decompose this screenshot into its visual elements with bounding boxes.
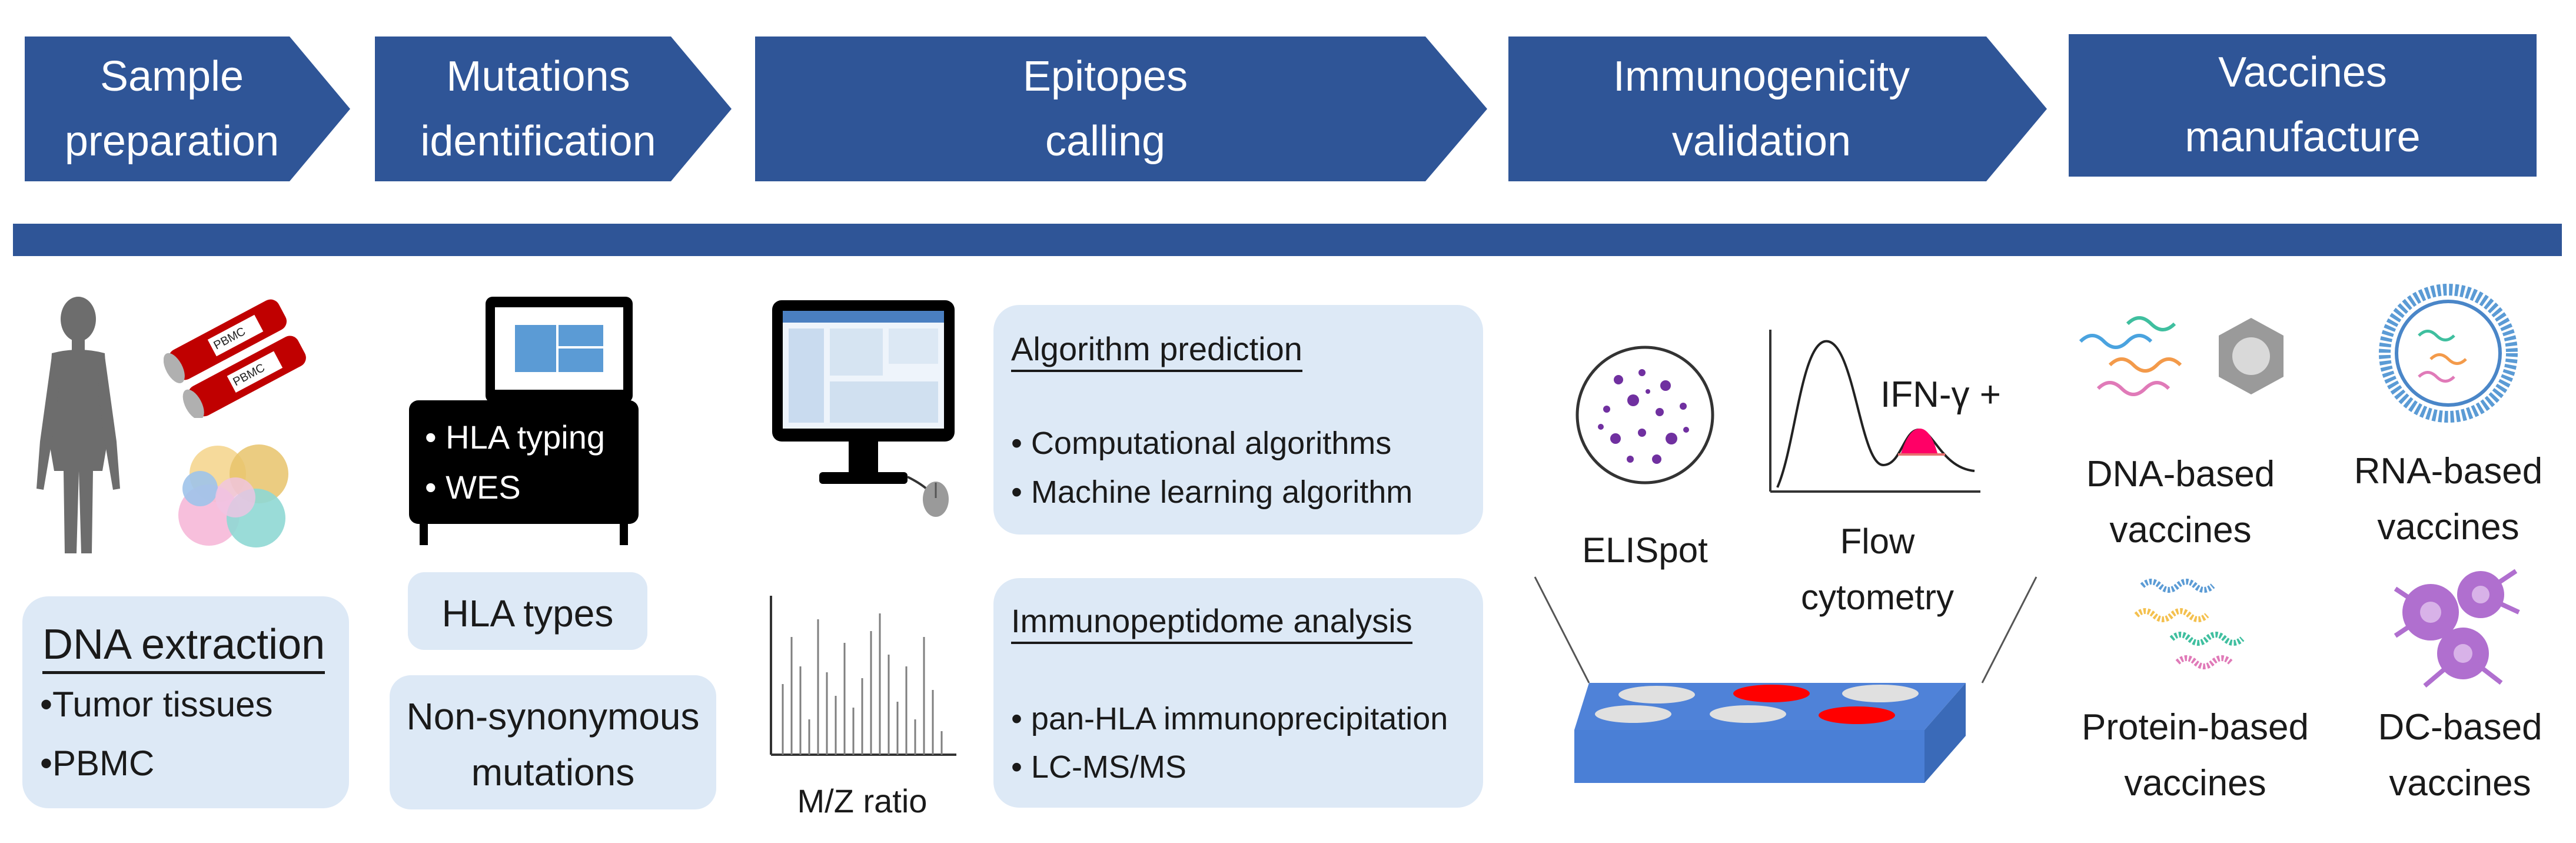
- rna-vaccine-line-2: vaccines: [2377, 507, 2520, 547]
- protein-vaccine-icon: [2134, 579, 2245, 669]
- flow-cytometry-plot: [1769, 330, 1980, 493]
- elispot-label: ELISpot: [1582, 530, 1708, 570]
- stage-arrow-epitopes: [755, 36, 1487, 181]
- rna-vaccine-icon: [2379, 284, 2518, 423]
- well-plate-icon: [1534, 576, 2037, 783]
- sequencer-icon: [409, 297, 639, 545]
- dna-extraction-card: [22, 596, 349, 808]
- dna-vaccine-line-2: vaccines: [2109, 510, 2252, 550]
- sequencer-item-wes: • WES: [425, 469, 521, 506]
- protein-vaccine-line-2: vaccines: [2124, 763, 2266, 804]
- stage-arrow-validation: [1508, 36, 2047, 181]
- dna-extraction-item-2: •PBMC: [40, 744, 155, 783]
- immunopeptidome-title: Immunopeptidome analysis: [1011, 600, 1412, 644]
- mass-spectrum: [770, 596, 956, 756]
- stage-arrow-mutations: [375, 36, 732, 181]
- dna-extraction-title: DNA extraction: [42, 618, 325, 674]
- nonsyn-line-2: mutations: [471, 751, 635, 794]
- stage-box-vaccines: [2069, 34, 2537, 177]
- flow-line-2: cytometry: [1800, 578, 1955, 617]
- algorithm-title: Algorithm prediction: [1011, 328, 1302, 372]
- elispot-well-icon: [1575, 346, 1714, 484]
- dna-extraction-item-1: •Tumor tissues: [40, 685, 273, 724]
- nonsyn-mutations-card: [390, 675, 716, 809]
- algorithm-prediction-card: [993, 305, 1483, 535]
- dc-vaccine-line-2: vaccines: [2389, 763, 2531, 804]
- pbmc-tubes-icon: PBMC PBMC: [164, 299, 306, 418]
- immunopeptidome-item-2: • LC-MS/MS: [1011, 749, 1186, 785]
- timeline-bar: [13, 224, 2562, 256]
- mz-ratio-label: M/Z ratio: [797, 782, 928, 819]
- algorithm-item-1: • Computational algorithms: [1011, 426, 1392, 461]
- stage-arrow-sample: [25, 36, 350, 181]
- algorithm-item-2: • Machine learning algorithm: [1011, 474, 1413, 510]
- dna-vaccine-icon: [2079, 316, 2284, 396]
- computer-icon: [772, 300, 955, 517]
- ifn-gamma-label: IFN-γ +: [1880, 374, 2001, 415]
- stage-arrows: [13, 34, 2562, 256]
- hla-types-card: [408, 572, 647, 650]
- flow-line-1: Flow: [1840, 522, 1915, 561]
- protein-vaccine-line-1: Protein-based: [2081, 707, 2309, 748]
- immunopeptidome-card: [993, 578, 1483, 808]
- tumor-tissue-icon: [178, 444, 288, 547]
- sequencer-item-hla-typing: • HLA typing: [425, 419, 606, 456]
- human-silhouette-icon: [36, 297, 120, 553]
- nonsyn-line-1: Non-synonymous: [406, 695, 700, 738]
- dc-vaccine-icon: [2394, 569, 2520, 688]
- dc-vaccine-line-1: DC-based: [2378, 707, 2542, 748]
- hla-types-label: HLA types: [441, 592, 614, 635]
- immunopeptidome-item-1: • pan-HLA immunoprecipitation: [1011, 701, 1448, 736]
- rna-vaccine-line-1: RNA-based: [2354, 451, 2543, 492]
- dna-vaccine-line-1: DNA-based: [2086, 454, 2275, 494]
